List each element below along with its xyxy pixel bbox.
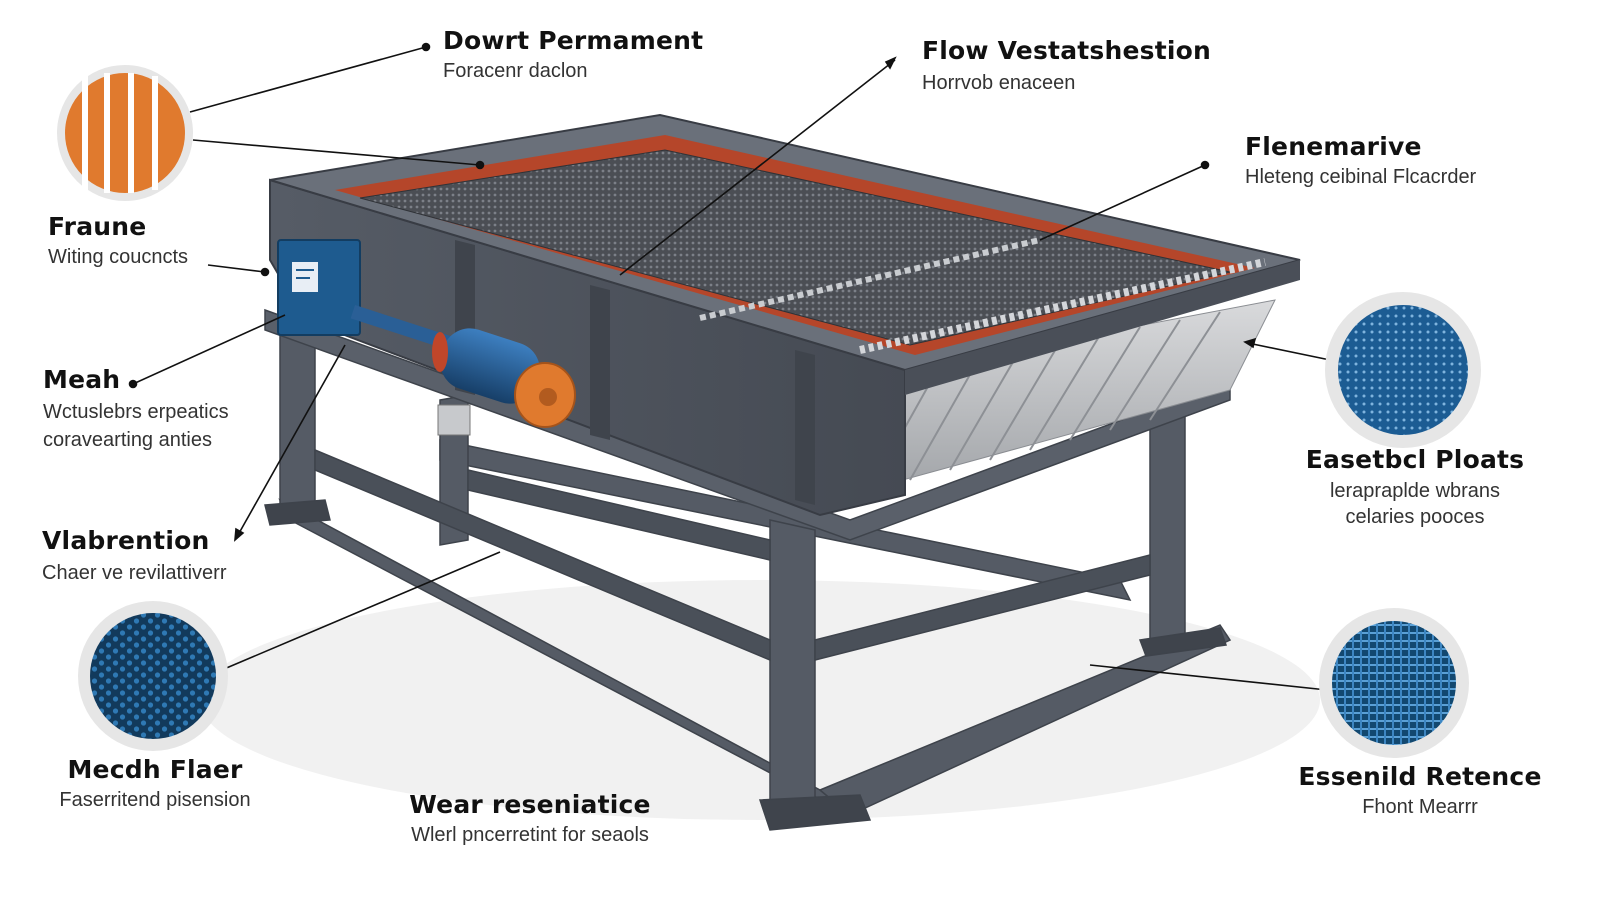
side-stiffener-2 — [590, 285, 610, 440]
chute-ribs — [869, 311, 1221, 491]
support-stand — [264, 319, 1232, 831]
callout-flenemarive-subtitle: Hleteng ceibinal Flcacrder — [1245, 166, 1477, 188]
hex-mesh-swatch-icon — [78, 601, 228, 751]
callout-easetbcl-subtitle-line2: celaries pooces — [1345, 506, 1485, 528]
callout-vlabrention-subtitle: Chaer ve revilattiverr — [42, 562, 227, 584]
control-box-icon — [277, 239, 361, 336]
callout-fraune: Fraune Witing coucncts — [48, 212, 188, 271]
floor-shadow — [200, 580, 1320, 820]
side-stiffener-3 — [795, 350, 815, 505]
orange-bars-swatch-icon — [57, 65, 193, 201]
upper-beam — [264, 308, 1231, 541]
callout-flow-subtitle: Horrvob enaceen — [922, 72, 1076, 94]
callout-flow-title: Flow Vestatshestion — [922, 36, 1212, 65]
tension-rail-2 — [859, 258, 1266, 354]
callout-mecdh: Mecdh Flaer Faserritend pisension — [40, 755, 270, 814]
callout-dowrt-title: Dowrt Permament — [443, 26, 704, 55]
mount-bracket — [437, 404, 471, 436]
tension-rail-1 — [699, 237, 1041, 321]
callout-meah: Meah Wctuslebrs erpeatics coravearting a… — [43, 365, 229, 454]
callout-mecdh-title: Mecdh Flaer — [67, 755, 243, 784]
callout-easetbcl-subtitle-line1: lerapraplde wbrans — [1329, 480, 1501, 502]
callout-wear-title: Wear reseniatice — [409, 790, 651, 819]
callout-essenild-subtitle: Fhont Mearrr — [1362, 796, 1478, 818]
deck-lip — [905, 260, 1300, 395]
callout-easetbcl-title: Easetbcl Ploats — [1305, 445, 1525, 474]
perforated-plate-swatch-icon — [1325, 292, 1481, 448]
drive-shaft — [350, 305, 460, 353]
callout-flow: Flow Vestatshestion Horrvob enaceen — [922, 36, 1211, 97]
callout-easetbcl: Easetbcl Ploats lerapraplde wbrans celar… — [1290, 445, 1540, 530]
callout-dowrt-subtitle: Foracenr daclon — [443, 60, 588, 82]
leader-lines — [128, 42, 1331, 691]
callout-dowrt: Dowrt Permament Foracenr daclon — [443, 26, 703, 85]
callout-wear-subtitle: Wlerl pncerretint for seaols — [411, 824, 649, 846]
callout-meah-subtitle-line1: Wctuslebrs erpeatics — [43, 401, 229, 423]
callout-essenild: Essenild Retence Fhont Mearrr — [1285, 762, 1555, 821]
callout-mecdh-subtitle: Faserritend pisension — [59, 789, 251, 811]
callout-flenemarive: Flenemarive Hleteng ceibinal Flcacrder — [1245, 132, 1476, 191]
callout-fraune-subtitle: Witing coucncts — [48, 246, 189, 268]
callout-essenild-title: Essenild Retence — [1298, 762, 1542, 791]
callout-flenemarive-title: Flenemarive — [1245, 132, 1422, 161]
callout-vlabrention-title: Vlabrention — [42, 526, 210, 555]
woven-mesh-swatch-icon — [1319, 608, 1469, 758]
callout-meah-subtitle-line2: coravearting anties — [43, 429, 212, 451]
callout-fraune-title: Fraune — [48, 212, 147, 241]
callout-meah-title: Meah — [43, 365, 121, 394]
callout-wear: Wear reseniatice Wlerl pncerretint for s… — [360, 790, 700, 849]
vibration-motor-icon — [432, 328, 576, 428]
callout-vlabrention: Vlabrention Chaer ve revilattiverr — [42, 526, 227, 587]
